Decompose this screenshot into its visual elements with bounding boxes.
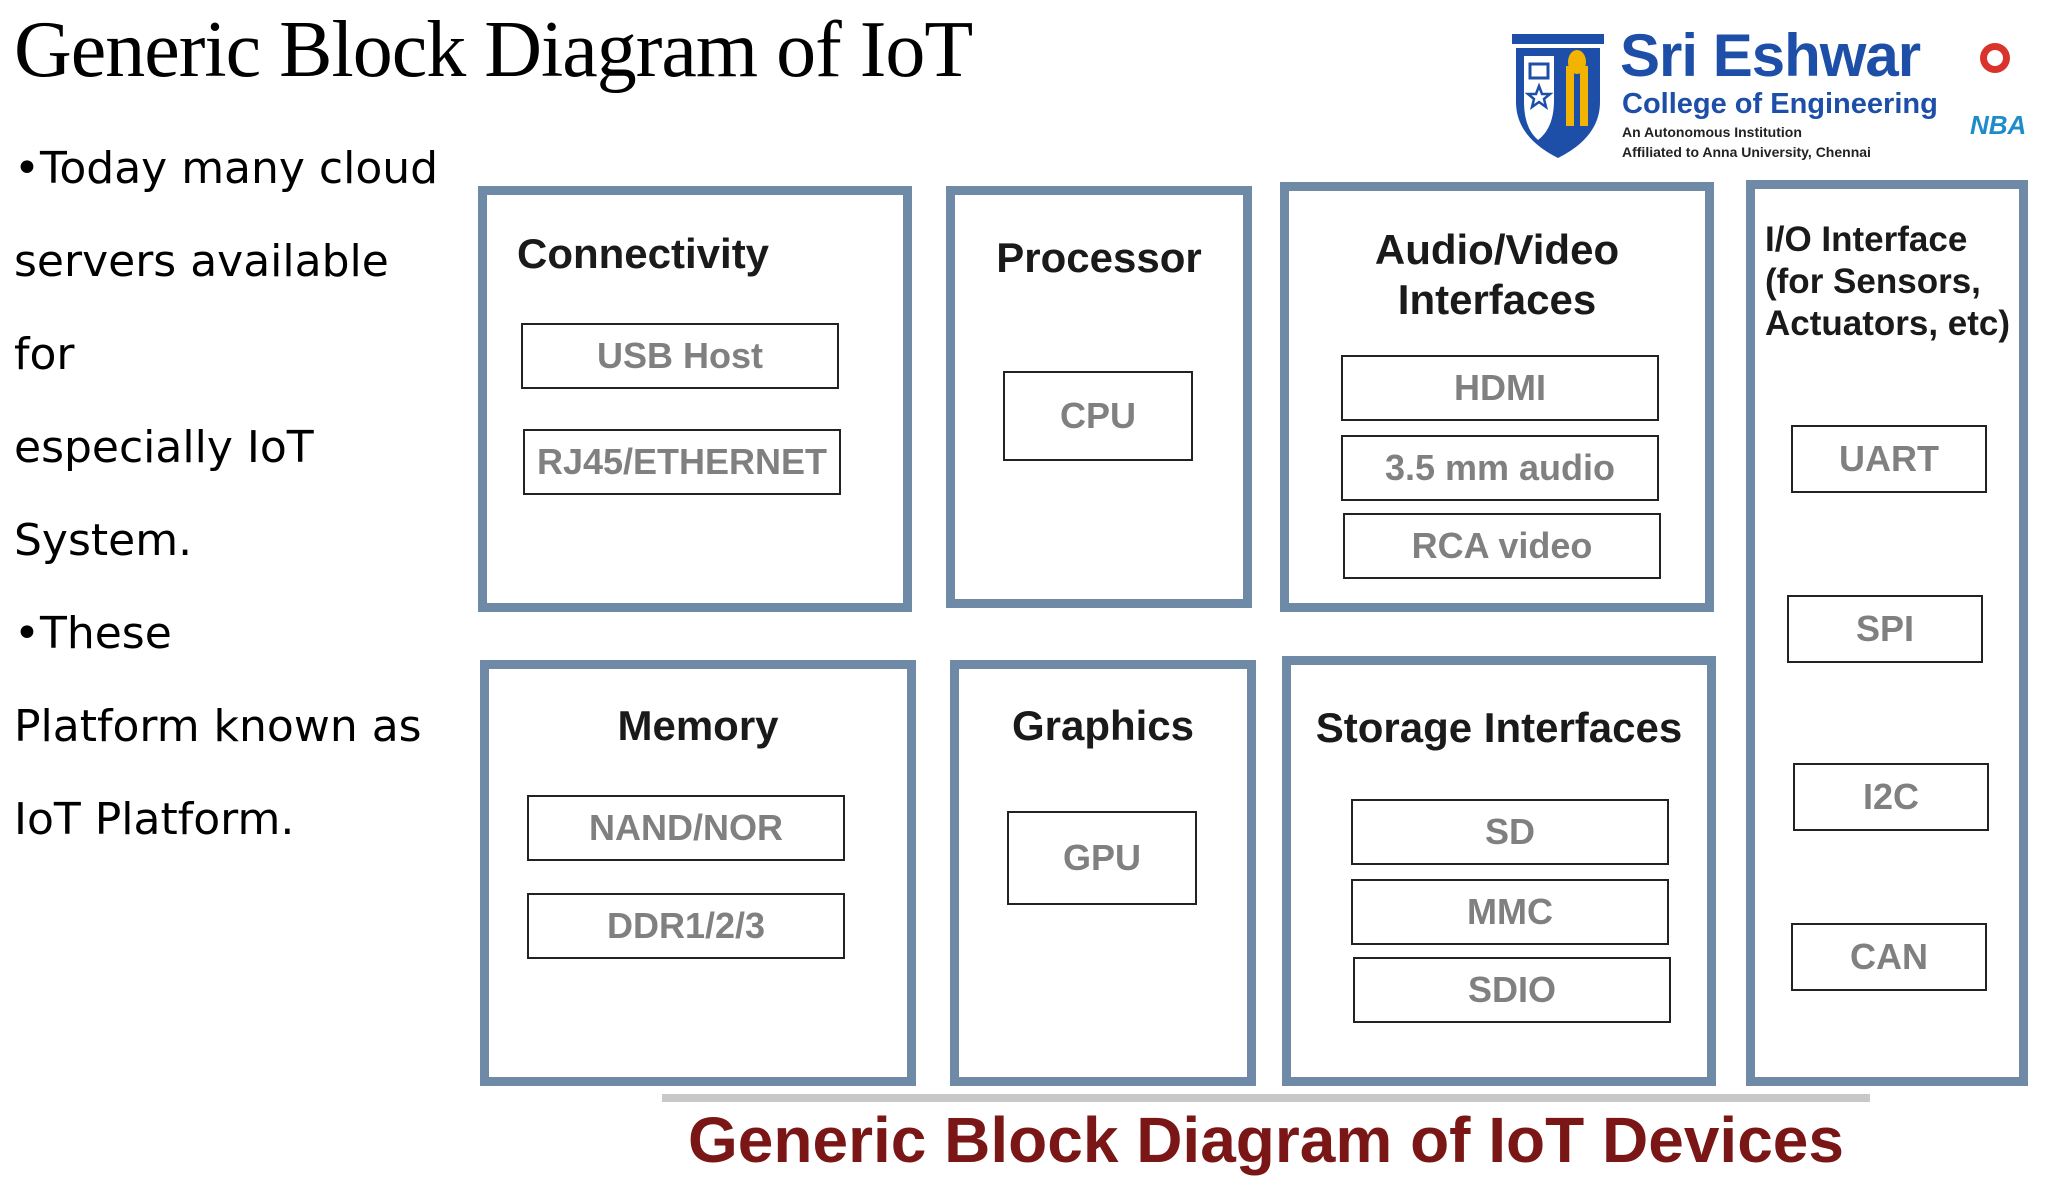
sd-box: SD <box>1351 799 1669 865</box>
memory-title: Memory <box>617 702 779 749</box>
ddr-box: DDR1/2/3 <box>527 893 845 959</box>
io-title-1: I/O Interface <box>1765 220 1968 259</box>
gpu-box: GPU <box>1007 811 1197 905</box>
connectivity-title: Connectivity <box>517 230 770 277</box>
usb-host-box: USB Host <box>521 323 839 389</box>
bullet-line: servers available for <box>14 236 389 380</box>
audio-video-title-2: Interfaces <box>1397 276 1597 323</box>
logo-name: Sri Eshwar <box>1620 22 1921 89</box>
nand-nor-box: NAND/NOR <box>527 795 845 861</box>
i2c-box: I2C <box>1793 763 1989 831</box>
slide-title: Generic Block Diagram of IoT <box>14 6 973 94</box>
ethernet-box: RJ45/ETHERNET <box>523 429 841 495</box>
memory-block: Memory NAND/NOR DDR1/2/3 <box>480 660 916 1086</box>
connectivity-block: Connectivity USB Host RJ45/ETHERNET <box>478 186 912 612</box>
spi-box: SPI <box>1787 595 1983 663</box>
bullet-line: •These <box>14 608 172 659</box>
college-logo: Sri Eshwar College of Engineering An Aut… <box>1510 22 2040 167</box>
io-title-2: (for Sensors, <box>1765 262 1981 301</box>
logo-line-2: Affiliated to Anna University, Chennai <box>1622 144 1871 160</box>
processor-title: Processor <box>996 234 1202 281</box>
cpu-box: CPU <box>1003 371 1193 461</box>
logo-subtitle: College of Engineering <box>1622 88 1938 120</box>
audio-video-block: Audio/Video Interfaces HDMI 3.5 mm audio… <box>1280 182 1714 612</box>
accreditation-badge-icon <box>1980 43 2010 73</box>
logo-line-1: An Autonomous Institution <box>1622 124 1802 140</box>
audio-box: 3.5 mm audio <box>1341 435 1659 501</box>
caption-divider <box>662 1094 1870 1102</box>
bullet-line: •Today many cloud <box>14 143 439 194</box>
storage-block: Storage Interfaces SD MMC SDIO <box>1282 656 1716 1086</box>
bullet-line: System. <box>14 515 193 566</box>
bullet-line: IoT Platform. <box>14 794 295 845</box>
sdio-box: SDIO <box>1353 957 1671 1023</box>
io-title-3: Actuators, etc) <box>1765 304 2011 343</box>
bullet-line: Platform known as <box>14 701 422 752</box>
graphics-title: Graphics <box>1011 702 1195 749</box>
bullet-line: especially IoT <box>14 422 314 473</box>
graphics-block: Graphics GPU <box>950 660 1256 1086</box>
uart-box: UART <box>1791 425 1987 493</box>
processor-block: Processor CPU <box>946 186 1252 608</box>
audio-video-title-1: Audio/Video <box>1374 226 1620 273</box>
storage-title: Storage Interfaces <box>1315 704 1683 751</box>
io-interface-block: I/O Interface (for Sensors, Actuators, e… <box>1746 180 2028 1086</box>
diagram-caption: Generic Block Diagram of IoT Devices <box>688 1104 1844 1176</box>
mmc-box: MMC <box>1351 879 1669 945</box>
shield-icon <box>1512 34 1604 158</box>
nba-badge: NBA <box>1970 110 2027 140</box>
bullet-text: •Today many cloud servers available for … <box>14 122 454 866</box>
rca-video-box: RCA video <box>1343 513 1661 579</box>
hdmi-box: HDMI <box>1341 355 1659 421</box>
can-box: CAN <box>1791 923 1987 991</box>
